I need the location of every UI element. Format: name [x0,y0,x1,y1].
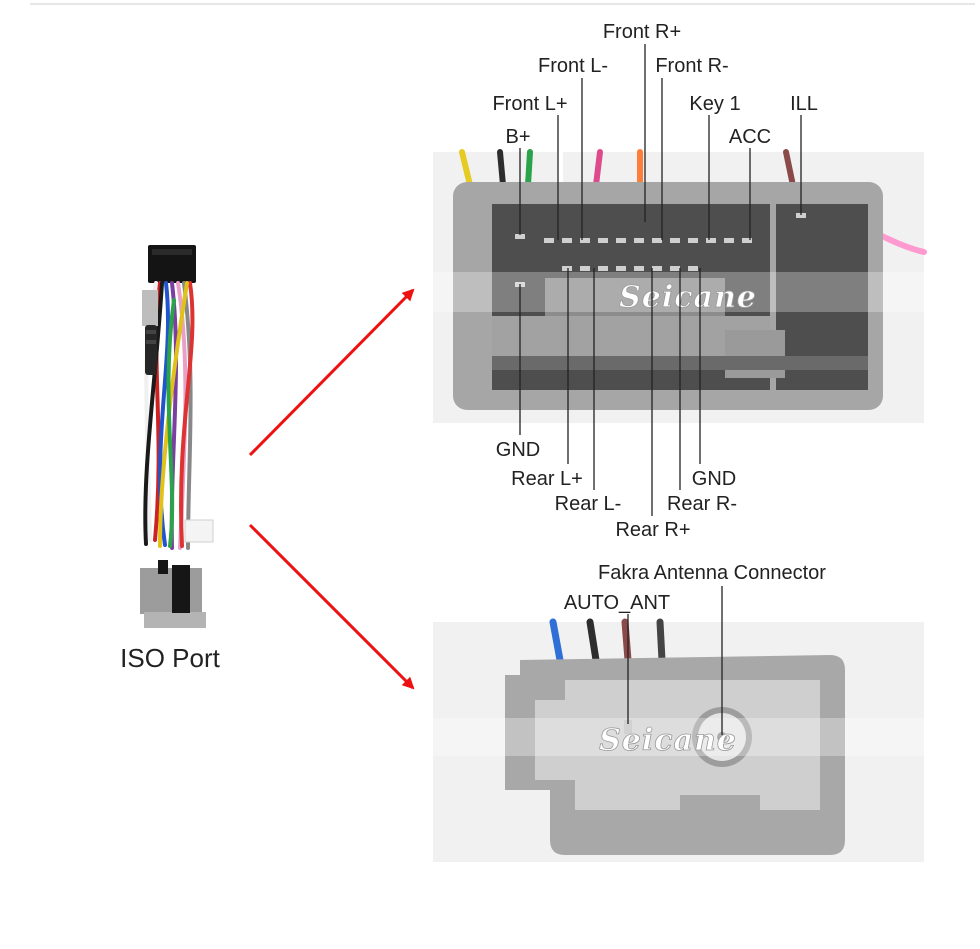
label-b-plus: B+ [505,126,530,148]
label-fakra-antenna-connector: Fakra Antenna Connector [598,562,826,584]
label-gnd-2: GND [692,468,736,490]
antenna-connector-image [433,618,924,862]
label-ill: ILL [790,93,818,115]
label-rear-l-plus: Rear L+ [511,468,583,490]
watermark-antenna: Seicane [599,723,737,758]
antenna-leader-lines [627,586,723,735]
label-front-r-plus: Front R+ [603,21,681,43]
label-auto-ant: AUTO_ANT [564,592,670,614]
bottom-leader-lines [519,268,701,516]
label-acc: ACC [729,126,771,148]
label-front-r-minus: Front R- [655,55,728,77]
watermark-main: Seicane [619,280,757,315]
top-leader-lines [519,44,802,240]
main-connector-image [433,149,927,423]
label-gnd-1: GND [496,439,540,461]
label-rear-r-minus: Rear R- [667,493,737,515]
iso-harness-image [140,245,214,628]
label-front-l-plus: Front L+ [492,93,567,115]
iso-port-caption: ISO Port [120,643,220,673]
arrow-to-antenna-connector [248,523,415,690]
label-rear-l-minus: Rear L- [555,493,622,515]
label-key-1: Key 1 [689,93,740,115]
label-front-l-minus: Front L- [538,55,608,77]
label-rear-r-plus: Rear R+ [615,519,690,541]
arrow-to-main-connector [248,288,415,457]
